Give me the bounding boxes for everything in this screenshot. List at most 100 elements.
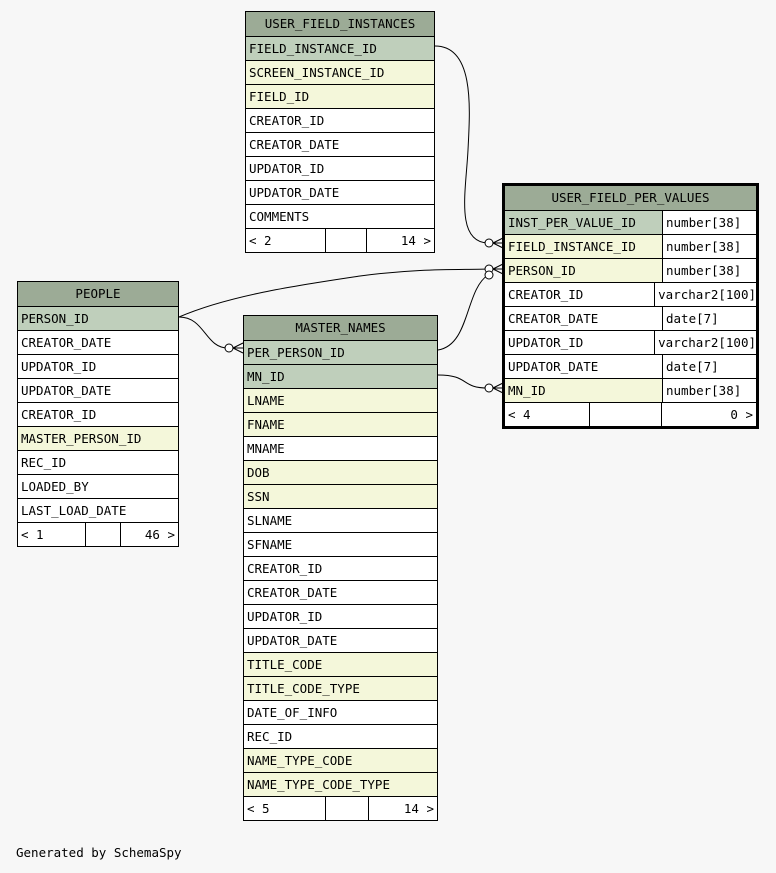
column-last-load-date[interactable]: LAST_LOAD_DATE xyxy=(18,498,178,522)
column-type: varchar2[100] xyxy=(654,283,756,306)
edge-person-mn xyxy=(178,316,229,349)
column-name: UPDATOR_DATE xyxy=(249,185,340,200)
column-creator-date[interactable]: CREATOR_DATE xyxy=(246,132,434,156)
column-name: LNAME xyxy=(247,393,285,408)
column-name: TITLE_CODE_TYPE xyxy=(247,681,360,696)
column-creator-date[interactable]: CREATOR_DATE xyxy=(18,330,178,354)
column-type: number[38] xyxy=(662,379,756,402)
column-name: SFNAME xyxy=(247,537,293,552)
column-dob[interactable]: DOB xyxy=(244,460,437,484)
table-header: USER_FIELD_PER_VALUES xyxy=(505,186,756,210)
column-type: number[38] xyxy=(662,259,756,282)
column-creator-id[interactable]: CREATOR_ID xyxy=(244,556,437,580)
column-rec-id[interactable]: REC_ID xyxy=(18,450,178,474)
column-fname[interactable]: FNAME xyxy=(244,412,437,436)
column-name: DATE_OF_INFO xyxy=(247,705,338,720)
column-screen-instance-id[interactable]: SCREEN_INSTANCE_ID xyxy=(246,60,434,84)
column-name-type-code[interactable]: NAME_TYPE_CODE xyxy=(244,748,437,772)
column-mname[interactable]: MNAME xyxy=(244,436,437,460)
column-name: UPDATOR_ID xyxy=(247,609,323,624)
edge-mn-id-end xyxy=(484,383,494,393)
column-name: UPDATOR_DATE xyxy=(21,383,112,398)
column-date-of-info[interactable]: DATE_OF_INFO xyxy=(244,700,437,724)
column-mn-id[interactable]: MN_ID xyxy=(244,364,437,388)
column-slname[interactable]: SLNAME xyxy=(244,508,437,532)
column-lname[interactable]: LNAME xyxy=(244,388,437,412)
column-name: SSN xyxy=(247,489,270,504)
column-name: REC_ID xyxy=(21,455,67,470)
column-creator-date[interactable]: CREATOR_DATE date[7] xyxy=(505,306,756,330)
edge-person-upv xyxy=(178,268,489,318)
column-creator-id[interactable]: CREATOR_ID varchar2[100] xyxy=(505,282,756,306)
column-name: CREATOR_ID xyxy=(249,113,325,128)
column-person-id[interactable]: PERSON_ID xyxy=(18,306,178,330)
child-count: 14 > xyxy=(366,229,434,252)
column-name: TITLE_CODE xyxy=(247,657,323,672)
column-creator-date[interactable]: CREATOR_DATE xyxy=(244,580,437,604)
column-updator-id[interactable]: UPDATOR_ID xyxy=(18,354,178,378)
column-name: FIELD_INSTANCE_ID xyxy=(508,239,636,254)
table-user-field-instances[interactable]: USER_FIELD_INSTANCES FIELD_INSTANCE_ID SCR… xyxy=(245,11,435,253)
column-name: UPDATOR_DATE xyxy=(508,359,599,374)
column-rec-id[interactable]: REC_ID xyxy=(244,724,437,748)
column-name: UPDATOR_ID xyxy=(508,335,584,350)
column-creator-id[interactable]: CREATOR_ID xyxy=(18,402,178,426)
parent-count: < 4 xyxy=(508,407,531,422)
edge-mn-person-end xyxy=(484,270,494,280)
column-type: date[7] xyxy=(662,307,756,330)
column-name: MN_ID xyxy=(508,383,546,398)
column-name: MNAME xyxy=(247,441,285,456)
child-count: 0 > xyxy=(661,403,756,426)
column-updator-id[interactable]: UPDATOR_ID xyxy=(246,156,434,180)
column-ssn[interactable]: SSN xyxy=(244,484,437,508)
column-per-person-id[interactable]: PER_PERSON_ID xyxy=(244,340,437,364)
footer-spacer xyxy=(325,797,367,820)
column-name: CREATOR_DATE xyxy=(247,585,338,600)
column-field-instance-id[interactable]: FIELD_INSTANCE_ID xyxy=(246,36,434,60)
footer-spacer xyxy=(589,403,661,426)
column-name: FNAME xyxy=(247,417,285,432)
column-creator-id[interactable]: CREATOR_ID xyxy=(246,108,434,132)
column-name: CREATOR_DATE xyxy=(508,311,599,326)
column-updator-id[interactable]: UPDATOR_ID xyxy=(244,604,437,628)
column-title-code[interactable]: TITLE_CODE xyxy=(244,652,437,676)
column-field-id[interactable]: FIELD_ID xyxy=(246,84,434,108)
child-count: 14 > xyxy=(367,797,438,820)
column-sfname[interactable]: SFNAME xyxy=(244,532,437,556)
edge-person-mn-end xyxy=(224,343,234,353)
table-header: USER_FIELD_INSTANCES xyxy=(246,12,434,36)
column-name: DOB xyxy=(247,465,270,480)
column-name: FIELD_INSTANCE_ID xyxy=(249,41,377,56)
column-master-person-id[interactable]: MASTER_PERSON_ID xyxy=(18,426,178,450)
column-comments[interactable]: COMMENTS xyxy=(246,204,434,228)
column-title-code-type[interactable]: TITLE_CODE_TYPE xyxy=(244,676,437,700)
column-loaded-by[interactable]: LOADED_BY xyxy=(18,474,178,498)
column-name: REC_ID xyxy=(247,729,293,744)
column-name: CREATOR_ID xyxy=(508,287,584,302)
column-name: PER_PERSON_ID xyxy=(247,345,345,360)
edge-mn-id xyxy=(437,374,489,389)
column-updator-date[interactable]: UPDATOR_DATE xyxy=(18,378,178,402)
column-mn-id[interactable]: MN_ID number[38] xyxy=(505,378,756,402)
column-name-type-code-type[interactable]: NAME_TYPE_CODE_TYPE xyxy=(244,772,437,796)
edge-field-instance xyxy=(434,45,489,244)
column-name: CREATOR_ID xyxy=(21,407,97,422)
column-name: UPDATOR_ID xyxy=(21,359,97,374)
column-name: MASTER_PERSON_ID xyxy=(21,431,142,446)
column-updator-date[interactable]: UPDATOR_DATE xyxy=(244,628,437,652)
column-name: MN_ID xyxy=(247,369,285,384)
column-name: UPDATOR_DATE xyxy=(247,633,338,648)
column-updator-date[interactable]: UPDATOR_DATE xyxy=(246,180,434,204)
column-name: UPDATOR_ID xyxy=(249,161,325,176)
footer-spacer xyxy=(85,523,120,546)
